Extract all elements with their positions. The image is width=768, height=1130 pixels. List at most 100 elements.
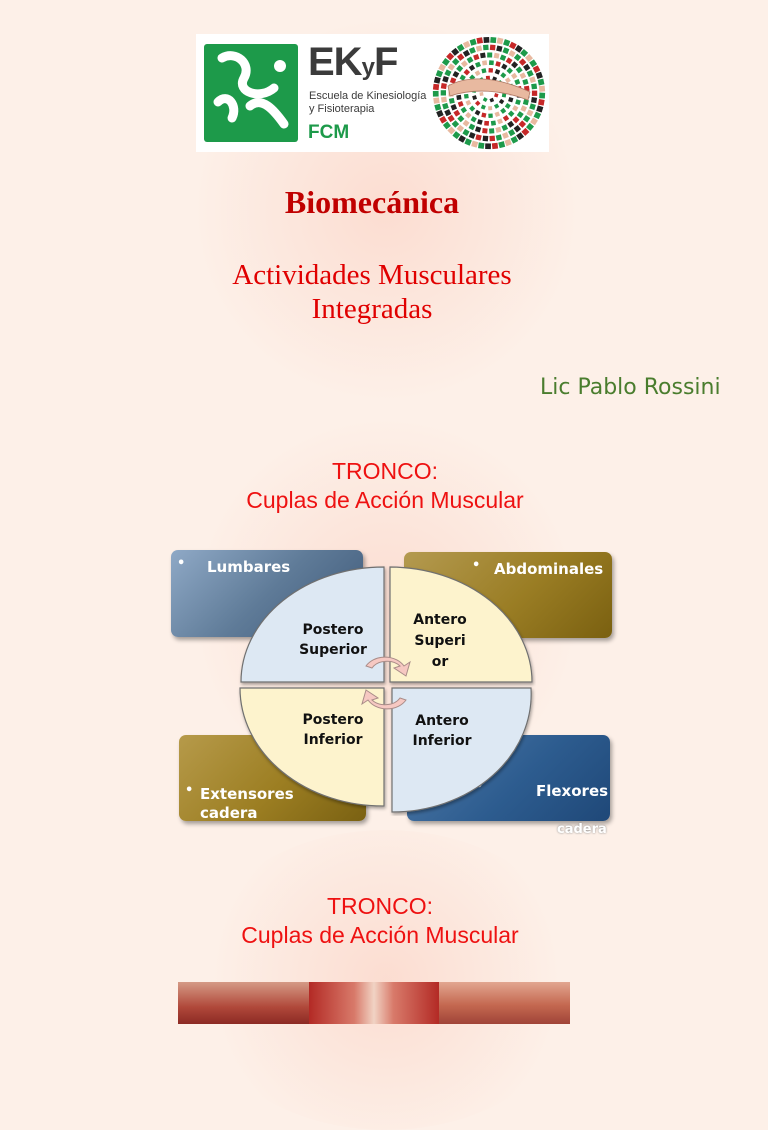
mosaic-tile <box>489 135 496 142</box>
mosaic-tile <box>513 53 522 62</box>
mosaic-tile <box>484 120 490 126</box>
mosaic-tile <box>468 123 476 131</box>
mosaic-tile <box>460 106 467 114</box>
mosaic-tile <box>474 109 481 116</box>
quadrant-antero-superior <box>389 566 533 683</box>
mosaic-tile <box>497 118 503 125</box>
mosaic-tile <box>529 59 538 68</box>
ekyf-logo: EKyF Escuela de Kinesiología y Fisiotera… <box>196 34 549 152</box>
mosaic-tile <box>511 61 519 69</box>
mosaic-tile <box>518 120 527 128</box>
anatomy-image-torso <box>178 982 309 1024</box>
mosaic-tile <box>539 92 546 99</box>
quadrant-postero-superior <box>240 566 385 683</box>
mosaic-tile <box>460 60 468 68</box>
mosaic-tile <box>536 105 544 113</box>
mosaic-tile <box>487 52 493 58</box>
mosaic-tile <box>504 77 511 84</box>
cycle-arrow-bottom-icon <box>361 689 407 710</box>
mosaic-tile <box>456 94 462 100</box>
mosaic-tile <box>457 115 465 123</box>
mosaic-tile <box>483 44 489 51</box>
mosaic-tile <box>473 54 480 61</box>
mosaic-tile <box>435 70 444 78</box>
mosaic-tile <box>475 45 483 52</box>
anatomy-image-back <box>439 982 571 1024</box>
mosaic-tile <box>495 61 501 67</box>
mosaic-tile <box>457 101 464 107</box>
mosaic-tile <box>495 134 503 141</box>
mosaic-tile <box>538 85 546 92</box>
background-glow-3 <box>186 830 586 1130</box>
mosaic-tile <box>447 63 456 71</box>
mosaic-tile <box>515 66 523 74</box>
mosaic-tile <box>469 105 476 112</box>
mosaic-tile <box>522 115 531 123</box>
mosaic-tile <box>508 97 514 103</box>
mosaic-tile <box>538 99 545 106</box>
mosaic-tile <box>475 134 482 141</box>
quadrant-antero-inferior <box>391 687 532 813</box>
mosaic-tile <box>504 138 512 147</box>
mosaic-tile <box>532 65 541 74</box>
mosaic-tile <box>478 142 485 149</box>
mosaic-tile <box>485 143 491 150</box>
section-heading-2: TRONCO: Cuplas de Acción Muscular <box>241 893 519 948</box>
mosaic-tile <box>514 44 523 53</box>
mosaic-tile <box>456 65 464 73</box>
muscle-label: Flexores <box>536 782 609 800</box>
mosaic-tile <box>482 60 488 66</box>
mosaic-tile <box>469 47 476 54</box>
overflow-label: cadera <box>557 822 607 837</box>
mosaic-tile <box>503 39 511 47</box>
mosaic-tile <box>504 102 511 109</box>
mosaic-tile <box>535 71 543 80</box>
mosaic-tile <box>494 93 499 98</box>
mosaic-tile <box>468 132 476 139</box>
mosaic-tile <box>498 141 506 149</box>
mosaic-tile <box>466 56 474 64</box>
mosaic-tile <box>496 45 503 52</box>
mosaic-tile <box>493 103 500 109</box>
mosaic-tile <box>512 116 520 124</box>
quadrant-label-postero-inferior: Postero Inferior <box>302 712 364 748</box>
mosaic-tile <box>513 125 522 133</box>
mosaic-tile <box>475 61 481 68</box>
mosaic-hands-icon <box>432 36 546 150</box>
mosaic-tile <box>483 36 490 43</box>
mosaic-tile <box>439 115 448 124</box>
mosaic-tile <box>511 72 518 80</box>
mosaic-tile <box>490 36 497 44</box>
mosaic-tile <box>485 75 491 80</box>
mosaic-tile <box>440 90 446 96</box>
quadrant-label-antero-superior: Antero Superi or <box>413 612 467 670</box>
mosaic-tile <box>516 132 525 141</box>
mosaic-tile <box>491 142 499 150</box>
mosaic-tile <box>508 50 516 58</box>
mosaic-tile <box>493 52 500 59</box>
mosaic-tile <box>451 57 460 66</box>
mosaic-tile <box>488 106 493 111</box>
muscle-label: Abdominales <box>494 560 604 578</box>
mosaic-tile <box>482 135 489 142</box>
mosaic-tile <box>521 127 530 136</box>
mosaic-tile <box>449 77 457 84</box>
mosaic-tile <box>474 126 482 133</box>
mosaic-tile <box>502 47 510 55</box>
mosaic-tile <box>433 97 440 104</box>
mosaic-tile <box>476 37 484 44</box>
mosaic-tile <box>518 58 527 66</box>
mosaic-tile <box>519 72 527 80</box>
mosaic-tile <box>456 43 465 52</box>
mosaic-tile <box>465 99 472 106</box>
mosaic-tile <box>523 63 531 72</box>
mosaic-tile <box>444 109 452 117</box>
mosaic-tile <box>482 128 488 134</box>
section-heading: TRONCO: Cuplas de Acción Muscular <box>246 458 524 513</box>
mosaic-tile <box>462 40 471 49</box>
mosaic-tile <box>525 122 535 131</box>
mosaic-tile <box>451 120 460 128</box>
mosaic-tile <box>462 128 470 137</box>
mosaic-tile <box>442 75 449 83</box>
mosaic-tile <box>452 131 461 140</box>
